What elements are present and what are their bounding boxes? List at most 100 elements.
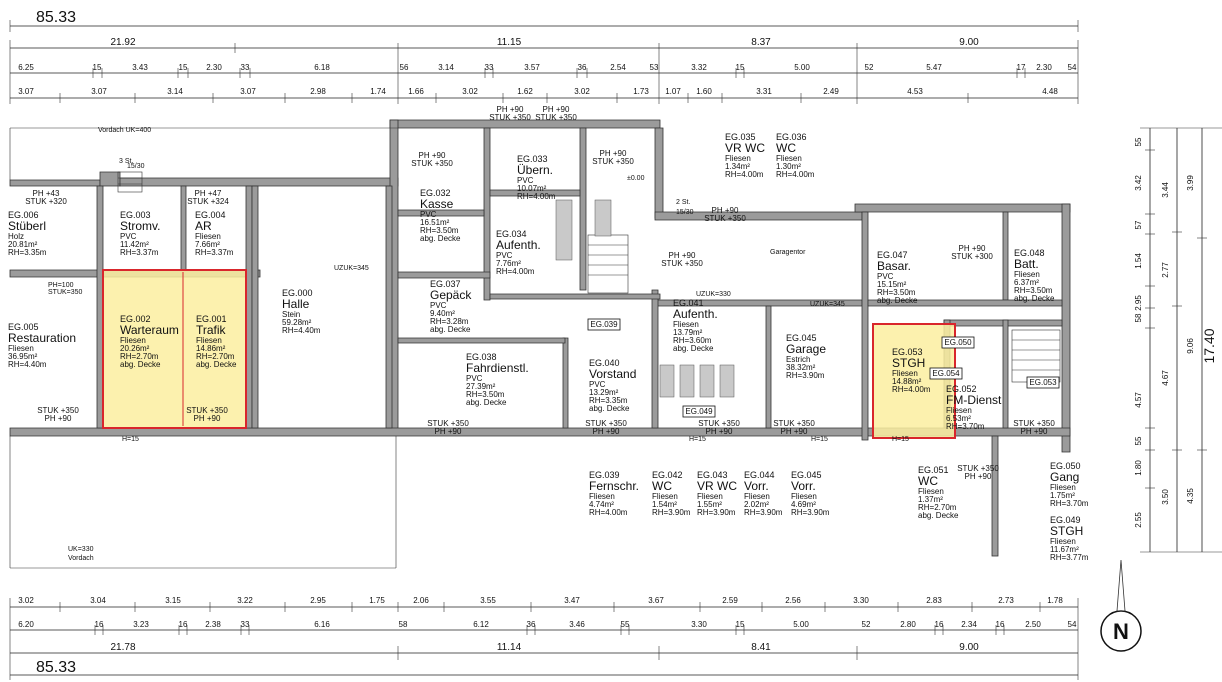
room-id-box	[587, 318, 621, 331]
room-info: 6.53m²	[946, 414, 971, 423]
height-annotation: STUK +350	[186, 406, 228, 415]
dimension-label: 3.02	[18, 596, 34, 605]
room-info: 27.39m²	[466, 382, 496, 391]
dimension-label: 57	[1134, 220, 1143, 229]
dimension-label: 3.30	[691, 620, 707, 629]
annotation: ±0.00	[627, 175, 645, 182]
dimension-label: 15	[179, 63, 188, 72]
height-annotation: STUK +350	[773, 419, 815, 428]
room-info: Fliesen	[8, 344, 34, 353]
dimension-label: 2.30	[206, 63, 222, 72]
room-info: Fliesen	[946, 406, 972, 415]
room-info: 6.37m²	[1014, 278, 1039, 287]
dimension-label: 3.43	[132, 63, 148, 72]
room-info: RH=4.40m	[8, 360, 47, 369]
room-id-box	[682, 405, 716, 418]
room-info: Fliesen	[697, 492, 723, 501]
room-info: RH=3.37m	[120, 248, 159, 257]
room-id: EG.006	[8, 210, 39, 220]
dimension-label: 1.66	[408, 87, 424, 96]
dimension-label: 1.54	[1134, 253, 1143, 269]
annotation: PH=100	[48, 282, 74, 289]
room-info: RH=4.00m	[517, 192, 556, 201]
room-id-box-text: EG.049	[685, 407, 713, 416]
room-id: EG.053	[892, 347, 923, 357]
room-info: 36.95m²	[8, 352, 38, 361]
dimension-chains-bottom: 85.33	[9, 598, 1079, 680]
dimension-label: 3.02	[462, 87, 478, 96]
annotation: UK=330	[68, 546, 94, 553]
dimension-label: 2.54	[610, 63, 626, 72]
dimension-label: 58	[1134, 313, 1143, 322]
room-info: 7.76m²	[496, 259, 521, 268]
room-info: RH=3.50m	[420, 226, 459, 235]
room-id: EG.047	[877, 250, 908, 260]
room-info: 4.69m²	[791, 500, 816, 509]
dimension-label: 2.50	[1025, 620, 1041, 629]
dimension-chains-right	[1140, 127, 1222, 553]
dimension-label: 6.18	[314, 63, 330, 72]
height-annotation: PH +90	[669, 251, 696, 260]
height-annotation: STUK +350	[592, 157, 634, 166]
height-annotation: PH +90	[419, 151, 446, 160]
highlighted-rooms	[102, 269, 956, 439]
room-info: 20.81m²	[8, 240, 38, 249]
dimension-label: 3.07	[18, 87, 34, 96]
height-annotation: PH +90	[194, 414, 221, 423]
dimension-label: 1.07	[665, 87, 681, 96]
height-annotation: STUK +324	[187, 197, 229, 206]
dimension-label: 15	[93, 63, 102, 72]
room-info: RH=2.70m	[120, 352, 159, 361]
room-info: RH=3.70m	[1050, 499, 1089, 508]
dimension-label: 3.04	[90, 596, 106, 605]
room-id: EG.000	[282, 288, 313, 298]
dimension-label: 8.37	[751, 37, 771, 48]
height-annotation: PH +90	[543, 105, 570, 114]
dimension-label: 3.02	[574, 87, 590, 96]
room-info: 14.86m²	[196, 344, 226, 353]
room-info: RH=4.00m	[725, 170, 764, 179]
dimension-label: 16	[935, 620, 944, 629]
room-info: RH=3.37m	[195, 248, 234, 257]
room-name: Gepäck	[430, 288, 472, 302]
room-info: RH=4.40m	[282, 326, 321, 335]
room-id: EG.040	[589, 358, 620, 368]
height-annotation: PH +90	[593, 427, 620, 436]
dimension-label: 3.15	[165, 596, 181, 605]
dimension-label: 2.77	[1161, 262, 1170, 278]
room-info: RH=3.77m	[1050, 553, 1089, 562]
dimension-label: 52	[865, 63, 874, 72]
height-annotation: PH +90	[712, 206, 739, 215]
room-name: Übern.	[517, 163, 553, 177]
annotation: Vordach	[68, 555, 94, 562]
room-info: 13.29m²	[589, 388, 619, 397]
room-info: RH=3.60m	[673, 336, 712, 345]
dimension-label: 2.30	[1036, 63, 1052, 72]
room-info: RH=3.35m	[589, 396, 628, 405]
dimension-label: 33	[241, 63, 250, 72]
dimension-label: 1.73	[633, 87, 649, 96]
room-info: RH=4.00m	[892, 385, 931, 394]
room-id-box-text: EG.053	[1029, 378, 1057, 387]
room-id: EG.050	[1050, 461, 1081, 471]
overall-length-top: 85.33	[36, 9, 76, 26]
room-id-box-text: EG.039	[590, 320, 618, 329]
room-info: RH=3.90m	[697, 508, 736, 517]
dimension-label: 1.74	[370, 87, 386, 96]
room-info: 16.51m²	[420, 218, 450, 227]
north-icon: N	[1113, 619, 1129, 644]
room-name: VR WC	[697, 479, 737, 493]
room-name: Basar.	[877, 259, 911, 273]
room-info: Estrich	[786, 355, 810, 364]
room-id-box	[1026, 376, 1060, 389]
room-info: PVC	[517, 176, 534, 185]
room-name: Garage	[786, 342, 826, 356]
height-annotation: PH +90	[435, 427, 462, 436]
